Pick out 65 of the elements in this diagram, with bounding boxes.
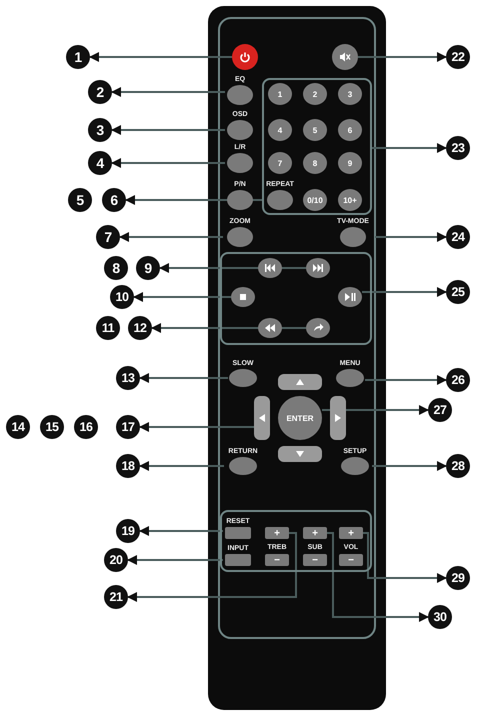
leader-line: [111, 87, 225, 97]
leader-line: [139, 422, 254, 432]
leader-line: [358, 52, 447, 62]
leader-line: [372, 461, 447, 471]
remote-button: +: [265, 527, 289, 539]
leader-line: [89, 52, 232, 62]
callout-number: 6: [102, 188, 126, 212]
remote-button: +: [303, 527, 327, 539]
callout-number: 3: [88, 118, 112, 142]
callout-number: 8: [104, 256, 128, 280]
leader-line: [362, 287, 447, 297]
callout-number: 18: [116, 454, 140, 478]
remote-button: [254, 396, 270, 440]
callout-number: 30: [428, 605, 452, 629]
leader-line: [365, 375, 447, 385]
leader-line: [151, 323, 306, 333]
leader-line: [327, 532, 429, 622]
remote-button: +: [339, 527, 363, 539]
remote-button: −: [265, 554, 289, 566]
leader-line: [363, 532, 447, 583]
callout-number: 17: [116, 415, 140, 439]
leader-line: [119, 232, 223, 242]
leader-line: [375, 232, 447, 242]
callout-number: 22: [446, 45, 470, 69]
callout-number: 7: [96, 225, 120, 249]
callout-number: 12: [128, 316, 152, 340]
remote-button: [330, 396, 346, 440]
callout-number: 4: [88, 151, 112, 175]
remote-button: [278, 446, 322, 462]
callout-number: 21: [104, 585, 128, 609]
leader-line: [139, 461, 224, 471]
remote-button: −: [303, 554, 327, 566]
button-panel: [262, 78, 372, 215]
callout-number: 14: [6, 415, 30, 439]
callout-number: 26: [446, 368, 470, 392]
leader-line: [159, 263, 306, 273]
callout-number: 24: [446, 225, 470, 249]
callout-number: 15: [40, 415, 64, 439]
callout-number: 1: [66, 45, 90, 69]
callout-number: 13: [116, 366, 140, 390]
callout-number: 11: [96, 316, 120, 340]
callout-number: 5: [68, 188, 92, 212]
remote-button: −: [339, 554, 363, 566]
leader-line: [111, 158, 225, 168]
callout-number: 23: [446, 136, 470, 160]
leader-line: [139, 526, 223, 536]
callout-number: 19: [116, 519, 140, 543]
callout-number: 16: [74, 415, 98, 439]
leader-line: [372, 143, 447, 153]
callout-number: 29: [446, 566, 470, 590]
leader-line: [127, 532, 297, 602]
callout-number: 9: [136, 256, 160, 280]
callout-number: 25: [446, 280, 470, 304]
callout-number: 10: [110, 285, 134, 309]
leader-line: [127, 555, 223, 565]
callout-number: 28: [446, 454, 470, 478]
button-panel: [220, 252, 372, 345]
button-panel: [220, 510, 372, 572]
callout-number: 20: [104, 548, 128, 572]
remote-button: [278, 374, 322, 390]
leader-line: [139, 373, 228, 383]
callout-number: 27: [428, 398, 452, 422]
callout-number: 2: [88, 80, 112, 104]
leader-line: [133, 292, 231, 302]
leader-line: [111, 125, 225, 135]
